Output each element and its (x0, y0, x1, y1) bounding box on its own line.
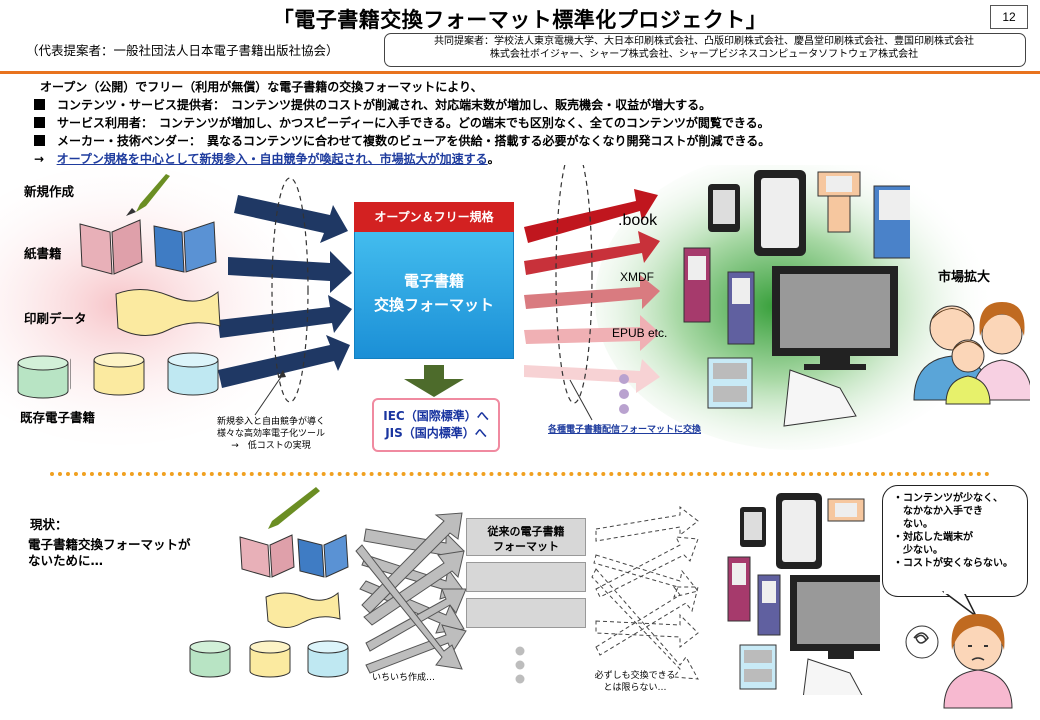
page-title: 「電子書籍交換フォーマット標準化プロジェクト」 (272, 8, 768, 32)
right-dashed-ring (555, 165, 593, 404)
arrow-other (524, 359, 660, 393)
market-expansion-label: 市場拡大 (938, 270, 991, 285)
source-label-print: 印刷データ (24, 311, 87, 326)
bubble-tail (941, 590, 977, 617)
legacy-format-box-2 (466, 562, 586, 592)
jis-standard: JIS（国内標準）へ (385, 426, 487, 440)
device-icons (683, 170, 910, 427)
bullet-square-icon (34, 99, 45, 110)
co-presenters-box: 共同提案者：学校法人東京電機大学、大日本印刷株式会社、凸版印刷株式会社、慶昌堂印… (384, 33, 1026, 67)
iec-standard: IEC（国際標準）へ (383, 409, 489, 423)
more-dot (515, 646, 525, 656)
header-divider (0, 71, 1040, 74)
child-face (951, 339, 985, 373)
down-arrow (404, 365, 464, 397)
pink-book-icon (239, 536, 271, 578)
source-icons (70, 174, 221, 396)
exchange-format-line-1: 電子書籍 (403, 272, 464, 290)
current-note-left: いちいち作成… (372, 673, 436, 683)
legacy-format-box-1: 従来の電子書籍 フォーマット (466, 518, 586, 556)
current-line-1: 電子書籍交換フォーマットが (28, 537, 191, 552)
current-heading: 現状： (30, 517, 68, 532)
standards-box: IEC（国際標準）へ JIS（国内標準）へ (372, 398, 500, 452)
blue-book-icon (297, 538, 325, 578)
laptop-icon (802, 658, 863, 695)
arrow-new (234, 195, 348, 243)
co-presenters-line-1: 共同提案者：学校法人東京電機大学、大日本印刷株式会社、凸版印刷株式会社、慶昌堂印… (434, 36, 974, 47)
print-data-icon (115, 289, 221, 336)
worried-woman-illustration (905, 614, 1013, 709)
left-note-pointer (254, 376, 282, 416)
ring-arrow-tip (278, 370, 286, 378)
legacy-format-title: 従来の電子書籍 フォーマット (487, 525, 565, 553)
navy-arrows (218, 195, 352, 388)
conclusion-link[interactable]: オープン規格を中心として新規参入・自由競争が喚起され、市場拡大が加速する (56, 152, 488, 166)
print-data-icon (265, 591, 341, 628)
cyan-db-icon (167, 360, 219, 396)
open-free-header: オープン＆フリー規格 (354, 202, 514, 232)
summary-bullet-makers: メーカー・技術ベンダー： 異なるコンテンツに合わせて複数のビューアを供給・搭載す… (34, 132, 770, 149)
summary-bullet-users: サービス利用者： コンテンツが増加し、かつスピーディーに入手できる。どの端末でも… (34, 114, 770, 131)
blue-book-icon (153, 225, 185, 273)
format-epub: EPUB etc. (612, 326, 668, 340)
database-icons (189, 640, 349, 678)
blue-book-page-icon (183, 221, 217, 273)
complaint-bubble: ・コンテンツが少なく、 なかなか入手でき ない。 ・対応した端末が 少ない。 ・… (882, 485, 1028, 597)
current-line-2: ないために… (28, 553, 104, 568)
legacy-format-box-3 (466, 598, 586, 628)
more-dot (619, 374, 629, 384)
exchange-format-line-2: 交換フォーマット (373, 296, 494, 314)
bullet-square-icon (34, 135, 45, 146)
child-body (945, 375, 991, 405)
summary-conclusion: → オープン規格を中心として新規参入・自由競争が喚起され、市場拡大が加速する。 (34, 152, 500, 166)
pink-book-icon (79, 223, 113, 275)
left-dashed-ring (271, 177, 309, 403)
co-presenters-line-2: 株式会社ボイジャー、シャープ株式会社、シャープビジネスコンピュータソフトウェア株… (489, 48, 919, 60)
more-dot (619, 404, 629, 414)
left-note: 新規参入と自由競争が導く 様々な高効率電子化ツール → 低コストの実現 (216, 417, 325, 451)
source-label-new: 新規作成 (24, 184, 75, 199)
more-dot (515, 660, 525, 670)
format-exchange-note[interactable]: 各種電子書籍配信フォーマットに交換 (548, 425, 702, 435)
page-number: 12 (990, 5, 1028, 29)
yellow-db-icon (93, 360, 145, 396)
source-label-paper: 紙書籍 (24, 246, 62, 261)
tangled-arrows (355, 512, 467, 674)
more-dot (619, 389, 629, 399)
woman-body (943, 669, 1013, 709)
arrow-etc (524, 315, 660, 351)
father-face (929, 305, 975, 351)
lead-presenter: （代表提案者：一般社団法人日本電子書籍出版社協会） (26, 43, 339, 58)
laptop-icon (783, 369, 857, 427)
pink-book-page-icon (111, 219, 143, 275)
green-db-left (17, 355, 69, 399)
family-illustration (913, 302, 1030, 405)
current-note-right: 必ずしも交換できる とは限らない… (594, 671, 676, 693)
source-label-existing: 既存電子書籍 (20, 410, 96, 425)
more-dot (515, 674, 525, 684)
pen-icon (268, 487, 320, 529)
arrow-paper (228, 251, 352, 293)
right-note-pointer (569, 379, 593, 421)
bullet-square-icon (34, 117, 45, 128)
arrow-print (218, 295, 352, 338)
format-book: .book (618, 212, 658, 229)
dashed-tangled-arrows (591, 505, 699, 680)
summary-bullet-providers: コンテンツ・サービス提供者： コンテンツ提供のコストが削減され、対応端末数が増加… (34, 96, 711, 113)
arrow-existing (218, 335, 350, 388)
arrow-epub (524, 275, 660, 309)
database-icons (70, 352, 219, 396)
confused-thought-icon (905, 625, 939, 659)
summary-intro: オープン（公開）でフリー（利用が無償）な電子書籍の交換フォーマットにより、 (40, 80, 483, 94)
pen-icon (136, 174, 170, 212)
format-xmdf: XMDF (620, 270, 654, 284)
current-diagram-graphics (189, 487, 880, 695)
section-divider (50, 472, 990, 476)
pen-tip-icon (126, 208, 136, 216)
